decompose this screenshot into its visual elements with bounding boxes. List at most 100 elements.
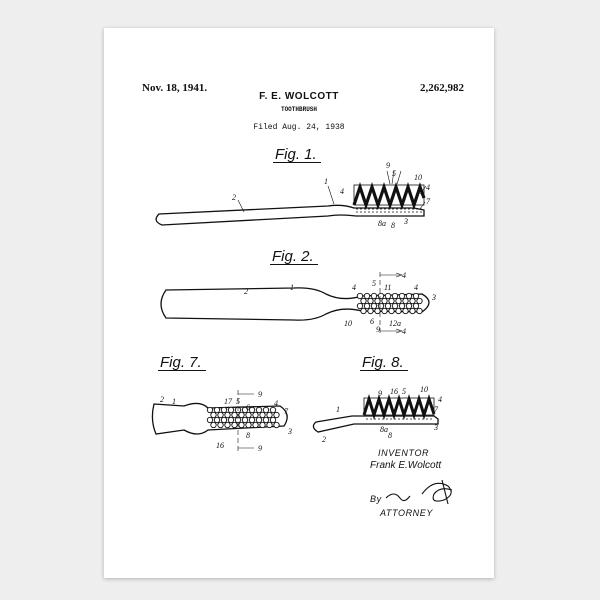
bristle-tuft [367,297,374,305]
fig-2-ref: 10 [344,319,352,328]
fig-8-ref: 3 [433,423,438,432]
fig-1-label: Fig. 1. [273,146,321,163]
fig-8-ref: 5 [402,387,406,396]
fig-1-ref: 3 [403,217,408,226]
fig-8-drawing [312,393,439,433]
bristle-tuft [227,416,235,424]
bristle-tuft [273,411,280,419]
by-label: By [370,494,382,504]
fig-8-ref: 2 [322,435,326,444]
fig-1-ref: 10 [414,173,422,182]
bristle-tuft [262,416,270,424]
bristle-tuft [409,297,416,305]
fig-2-label: Fig. 2. [270,248,318,265]
fig-2-ref: 4 [402,327,406,336]
bristle-tuft [241,416,249,424]
fig-1-ref: 7 [426,197,431,206]
inventor-signature: Frank E.Wolcott [370,460,442,471]
bristle-tuft [224,421,231,429]
bristle-tuft [252,421,259,429]
fig-1-ref: 4 [426,183,430,192]
fig-7-ref: 7 [284,407,289,416]
fig-2-ref: 3 [431,293,436,302]
fig-2-ref: 6 [370,317,374,326]
attorney-signature-scribble [385,479,453,505]
bristle-tuft [391,292,399,300]
bristle-tuft [409,307,416,315]
fig-1-ref: 8 [391,221,395,230]
bristle-tuft [363,302,371,310]
fig-7-ref: 9 [258,444,262,453]
bristle-tuft [405,292,413,300]
fig-8-label: Fig. 8. [360,354,408,371]
patent-title: TOOTHBRUSH [280,106,317,113]
bristle-tuft [255,416,263,424]
bristle-tuft [377,292,385,300]
bristle-tuft [412,292,420,300]
fig-2-ref: 11 [384,283,391,292]
bristle-tuft [238,411,245,419]
fig-7-ref: 1 [172,397,176,406]
bristle-tuft [231,411,238,419]
bristle-tuft [269,416,277,424]
attorney-label: ATTORNEY [380,508,433,518]
fig-7-ref: 8 [246,431,250,440]
fig-7-leaders [237,390,254,452]
bristle-tuft [402,297,409,305]
fig-7-ref: 2 [160,395,164,404]
fig-8-ref: 10 [420,385,428,394]
bristle-tuft [206,416,214,424]
bristle-tuft [259,421,266,429]
bristle-tuft [206,406,214,414]
fig-7-label: Fig. 7. [158,354,206,371]
fig-7-bristles [206,406,280,429]
bristle-tuft [374,307,381,315]
fig-1-ref: 5 [392,169,396,178]
bristle-tuft [416,307,423,315]
bristle-tuft [227,406,235,414]
bristle-tuft [360,297,367,305]
fig-2-bristles [356,292,423,315]
bristle-tuft [384,292,392,300]
bristle-tuft [381,307,388,315]
bristle-tuft [370,292,378,300]
fig-2-ref: 12a [389,319,401,328]
fig-7-ref: 16 [216,441,224,450]
bristle-tuft [231,421,238,429]
fig-2-ref: 4 [402,271,406,280]
fig-1-ref: 2 [232,193,236,202]
fig-1-ref: 4 [340,187,344,196]
patent-date: Nov. 18, 1941. [142,82,208,94]
bristle-tuft [273,421,280,429]
bristle-tuft [395,297,402,305]
bristle-tuft [391,302,399,310]
fig-2-ref: 5 [372,279,376,288]
bristle-tuft [213,416,221,424]
bristle-tuft [360,307,367,315]
fig-8-ref: 4 [438,395,442,404]
fig-7-ref: 17 [224,397,233,406]
fig-2-ref: 2 [244,287,248,296]
fig-1-drawing [155,181,426,226]
fig-8-ref: 9 [378,389,382,398]
bristle-tuft [224,411,231,419]
bristle-tuft [370,302,378,310]
bristle-tuft [363,292,371,300]
bristle-tuft [412,302,420,310]
patent-number: 2,262,982 [420,82,464,94]
fig-7-ref: 4 [274,399,278,408]
fig-2-ref: 4 [352,283,356,292]
fig-7-ref: 6 [246,403,250,412]
fig-2-leaders [379,272,403,334]
fig-2-ref: 4 [414,283,418,292]
bristle-tuft [217,421,224,429]
bristle-tuft [388,307,395,315]
fig-7-drawing [151,402,288,435]
bristle-tuft [374,297,381,305]
fig-1-ref: 1 [324,177,328,186]
bristle-tuft [241,406,249,414]
bristle-tuft [213,406,221,414]
fig-1-ref: 8a [378,219,386,228]
bristle-tuft [377,302,385,310]
bristle-tuft [259,411,266,419]
